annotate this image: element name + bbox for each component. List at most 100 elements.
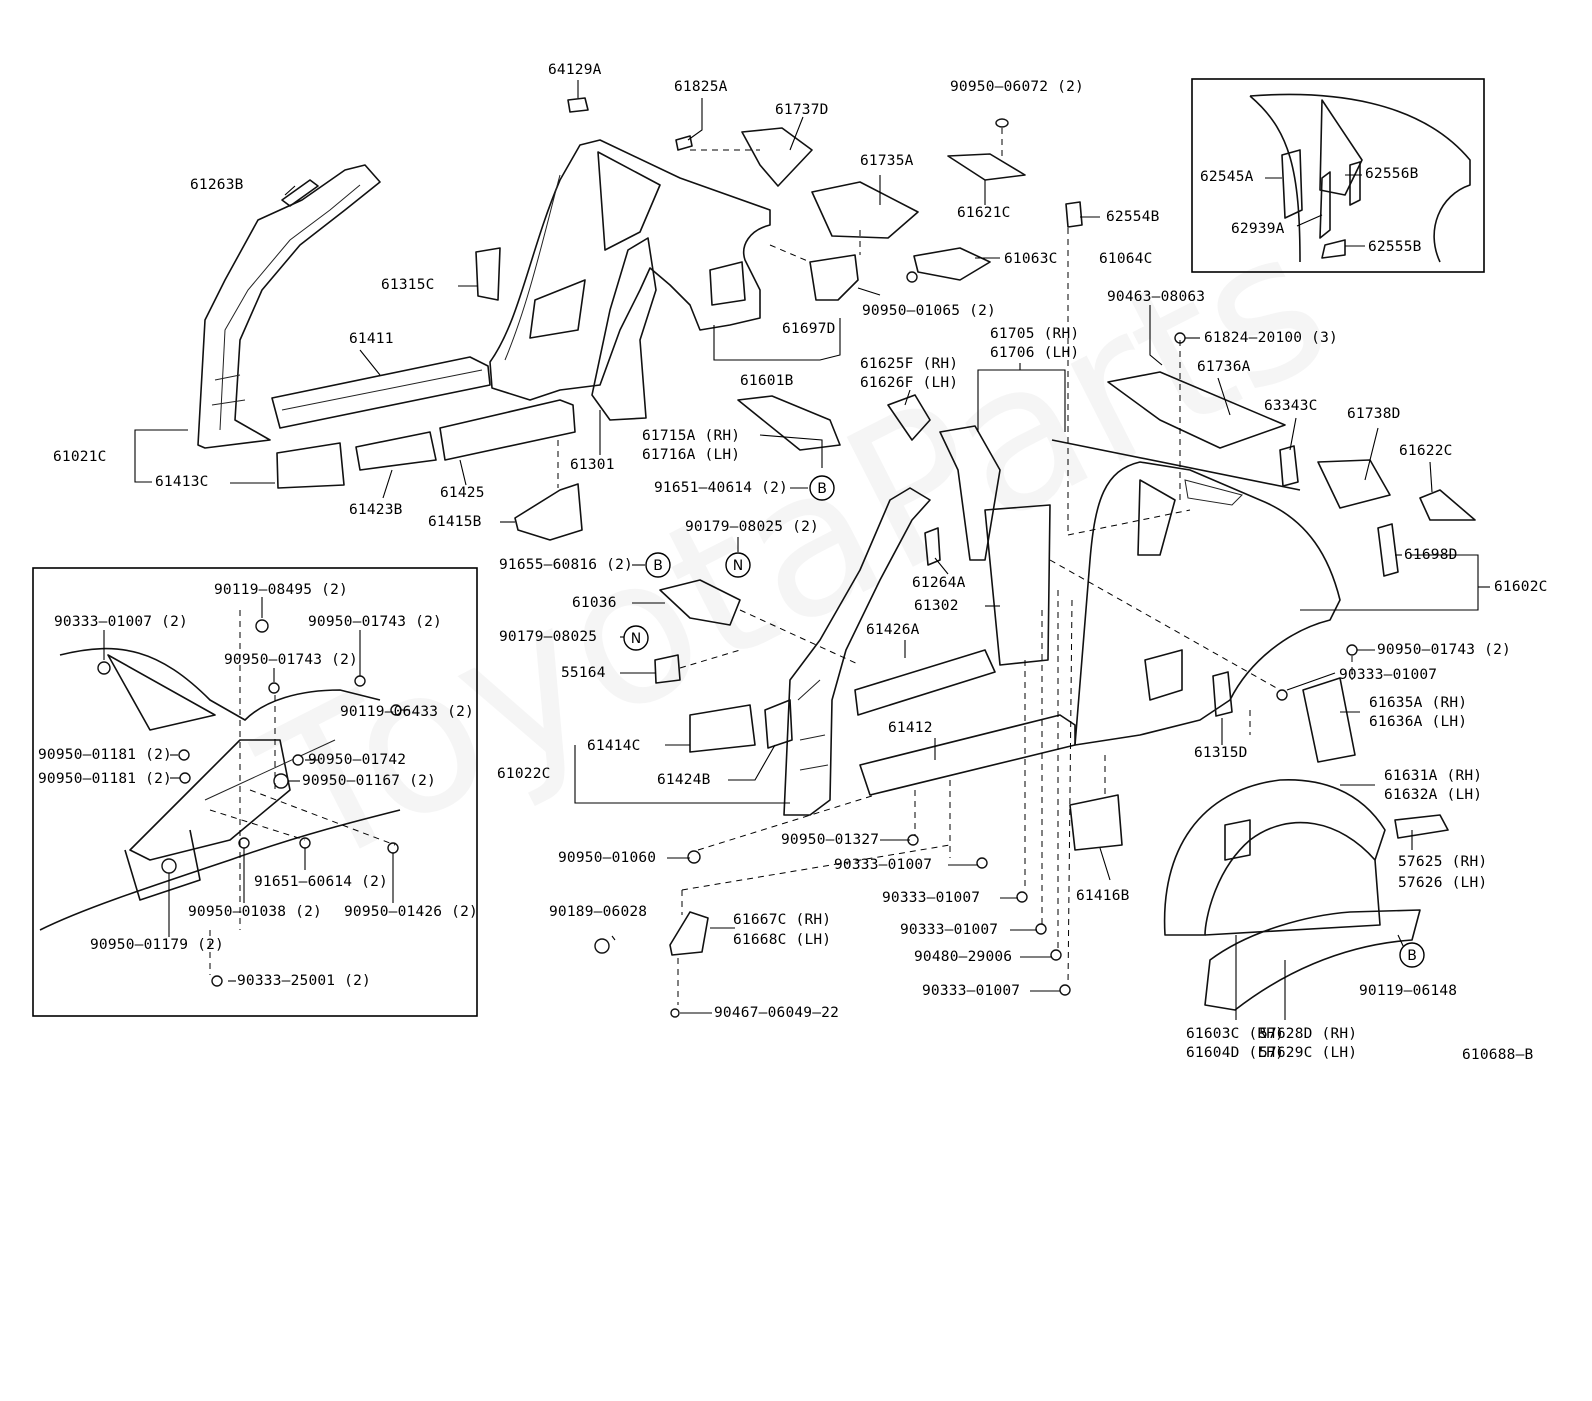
part-label: 61423B — [349, 502, 403, 518]
panel-61416B — [1069, 794, 1123, 851]
part-label: 90950–01743 (2) — [1377, 642, 1511, 658]
part-63343C — [1279, 445, 1299, 487]
inset-rear-quarter — [1249, 93, 1471, 263]
part-label: 61036 — [572, 595, 617, 611]
part-label: 61063C — [1004, 251, 1058, 267]
part-61063C — [913, 247, 991, 281]
part-label: 90950–01327 — [781, 832, 880, 848]
callout-b-2-text: B — [653, 558, 663, 574]
part-label: 90950–01179 (2) — [90, 937, 224, 953]
part-57625 — [1394, 814, 1449, 839]
leader-lines — [103, 80, 1490, 1020]
part-label: 61736A — [1197, 359, 1251, 375]
part-label: 90179–08025 (2) — [685, 519, 819, 535]
part-label: 90950–01065 (2) — [862, 303, 996, 319]
part-label: 90950–01038 (2) — [188, 904, 322, 920]
part-61667C — [669, 911, 709, 956]
callouts: B B B N N — [623, 475, 1425, 968]
parts-diagram: ToyotaParts — [32, 62, 1548, 1063]
part-label: 57629C (LH) — [1259, 1045, 1358, 1061]
callout-n-1: N — [725, 552, 751, 578]
part-61698D — [1377, 523, 1399, 577]
part-55164 — [654, 654, 681, 684]
diagram-drawing: B B B N N — [32, 78, 1490, 1020]
panel-61414C — [689, 704, 756, 753]
callout-n-1-text: N — [733, 558, 743, 574]
part-61036 — [659, 579, 741, 626]
part-61264A — [924, 527, 941, 566]
rocker-61411 — [271, 356, 491, 429]
part-label: 61315D — [1194, 745, 1248, 761]
part-label: 61416B — [1076, 888, 1130, 904]
detail-box-top-right — [1191, 78, 1485, 273]
part-label: 61604D (LH) — [1186, 1045, 1285, 1061]
part-label: 90950–01060 — [558, 850, 657, 866]
part-label: 61738D — [1347, 406, 1401, 422]
part-61635A — [1302, 677, 1356, 763]
part-label: 90950–01181 (2) — [38, 771, 172, 787]
part-61315D — [1212, 671, 1233, 717]
part-label: 55164 — [561, 665, 606, 681]
front-pillar-61021C — [197, 164, 381, 449]
part-label: 90950–01743 (2) — [224, 652, 358, 668]
callout-b-1: B — [809, 475, 835, 501]
part-label: 61603C (RH) — [1186, 1026, 1285, 1042]
part-61697D — [809, 254, 859, 301]
part-label: 64129A — [548, 62, 602, 78]
part-label: 90333–01007 — [1339, 667, 1438, 683]
part-label: 61667C (RH) — [733, 912, 832, 928]
part-label: 61715A (RH) — [642, 428, 741, 444]
quarter-panel-61602C — [1051, 439, 1341, 746]
part-label: 61632A (LH) — [1384, 787, 1483, 803]
part-label: 61424B — [657, 772, 711, 788]
part-label: 62555B — [1368, 239, 1422, 255]
part-label: 61622C — [1399, 443, 1453, 459]
part-label: 90119–08495 (2) — [214, 582, 348, 598]
part-label: 61705 (RH) — [990, 326, 1080, 342]
part-label: 57626 (LH) — [1398, 875, 1488, 891]
part-label: 91651–40614 (2) — [654, 480, 788, 496]
part-label: 61636A (LH) — [1369, 714, 1468, 730]
part-label: 61302 — [914, 598, 959, 614]
panel-61425 — [439, 399, 576, 461]
part-label: 90480–29006 — [914, 949, 1013, 965]
detail-box-bottom-left — [32, 567, 478, 1017]
part-label: 90950–01742 — [308, 752, 407, 768]
panel-61426A — [854, 649, 996, 716]
part-label: 62556B — [1365, 166, 1419, 182]
part-label: 57628D (RH) — [1259, 1026, 1358, 1042]
part-label: 62939A — [1231, 221, 1285, 237]
part-label: 90950–01181 (2) — [38, 747, 172, 763]
part-label: 61263B — [190, 177, 244, 193]
part-label: 90333–01007 — [900, 922, 999, 938]
part-label: 90950–06072 (2) — [950, 79, 1084, 95]
part-61735A — [811, 181, 919, 239]
part-label: 90950–01426 (2) — [344, 904, 478, 920]
part-label: 63343C — [1264, 398, 1318, 414]
part-label: 61412 — [888, 720, 933, 736]
part-label: 61824–20100 (3) — [1204, 330, 1338, 346]
panel-61424B — [764, 699, 793, 749]
liner-57628D — [1204, 909, 1421, 1011]
part-label: 90119–06148 — [1359, 983, 1458, 999]
part-label: 61411 — [349, 331, 394, 347]
pillar-61302 — [984, 504, 1051, 666]
front-pillar-61022C — [783, 487, 931, 816]
part-label: 61414C — [587, 738, 641, 754]
part-label: 61626F (LH) — [860, 375, 959, 391]
quarter-panel-61601B — [475, 139, 771, 401]
part-label: 90467–06049–22 — [714, 1005, 840, 1021]
part-label: 61602C — [1494, 579, 1548, 595]
part-label: 90463–08063 — [1107, 289, 1206, 305]
part-label: 61264A — [912, 575, 966, 591]
part-61705 — [939, 425, 1001, 561]
part-label: 90189–06028 — [549, 904, 648, 920]
panel-61413C — [276, 442, 345, 489]
dashed-lines — [209, 128, 1353, 1005]
part-label: 90333–01007 (2) — [54, 614, 188, 630]
callout-n-2: N — [623, 625, 649, 651]
part-61737D — [741, 127, 813, 187]
part-label: 90333–01007 — [882, 890, 981, 906]
part-label: 57625 (RH) — [1398, 854, 1488, 870]
rocker-61412 — [859, 714, 1076, 796]
